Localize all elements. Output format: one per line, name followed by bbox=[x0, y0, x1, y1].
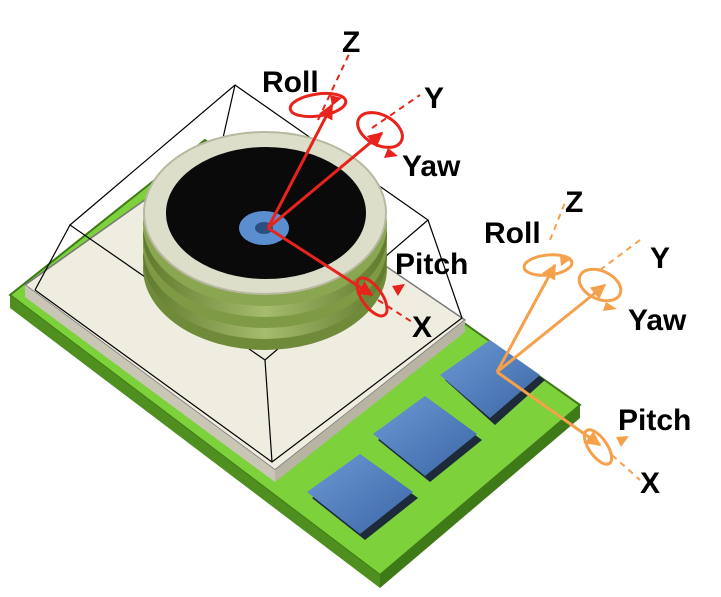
contact-pads bbox=[307, 340, 545, 540]
sensor-z-axis bbox=[266, 103, 334, 229]
board-axes: Z Roll Y Yaw Pitch X bbox=[484, 186, 691, 500]
sensor-y-axis bbox=[267, 131, 384, 230]
board-yaw-label: Yaw bbox=[628, 304, 687, 337]
board-yaw-rotation bbox=[577, 267, 623, 311]
board-roll-label: Roll bbox=[484, 217, 541, 250]
board-x-axis-dashed bbox=[611, 454, 641, 481]
board-y-axis bbox=[496, 283, 607, 374]
sensor-pitch-label: Pitch bbox=[395, 248, 468, 281]
board-pitch-label: Pitch bbox=[618, 404, 691, 437]
board-z-axis-dashed bbox=[549, 199, 567, 241]
sensor-x-label: X bbox=[412, 311, 432, 344]
sensor-axes: Z Roll Y Yaw Pitch X bbox=[262, 26, 468, 344]
board-y-axis-dashed bbox=[599, 239, 641, 271]
sensor-roll-label: Roll bbox=[262, 66, 319, 99]
sensor-x-axis bbox=[267, 226, 374, 297]
sensor-yaw-label: Yaw bbox=[402, 150, 461, 183]
sensor-z-label: Z bbox=[342, 26, 360, 59]
contact-pad bbox=[440, 340, 545, 425]
sensor-y-label: Y bbox=[424, 82, 444, 115]
sensor-yaw-rotation bbox=[356, 111, 404, 158]
sensor-y-axis-dashed bbox=[371, 94, 421, 129]
board-z-axis bbox=[495, 263, 557, 373]
board-x-axis bbox=[496, 370, 602, 447]
sensor-x-axis-dashed bbox=[377, 299, 413, 323]
sensor-pitch-rotation bbox=[355, 276, 405, 318]
sensor-z-axis-dashed bbox=[317, 51, 351, 121]
contact-pad bbox=[307, 454, 418, 540]
board-x-label: X bbox=[640, 467, 660, 500]
sensor-element bbox=[143, 131, 387, 350]
board-z-label: Z bbox=[565, 186, 583, 219]
board-pitch-rotation bbox=[582, 428, 629, 466]
board-roll-rotation bbox=[522, 253, 574, 277]
sensor-roll-rotation bbox=[288, 91, 348, 119]
contact-pad bbox=[373, 396, 482, 482]
board-y-label: Y bbox=[650, 242, 670, 275]
